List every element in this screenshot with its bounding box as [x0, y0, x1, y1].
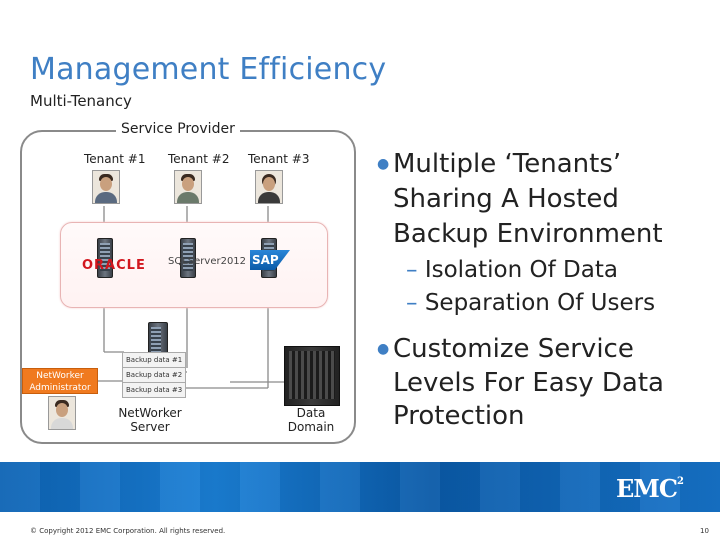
app-server-1-icon — [97, 238, 113, 278]
footer-banner — [0, 462, 720, 512]
backup-data-1-tag: Backup data #1 — [122, 352, 187, 368]
bullet-2-line-2: Levels For Easy Data — [393, 368, 664, 398]
bullet-dot-icon: ● — [377, 341, 390, 357]
service-provider-label: Service Provider — [116, 121, 240, 137]
tenant-1-avatar — [92, 170, 120, 204]
sub-bullet-2: – Separation Of Users — [406, 290, 656, 316]
sub-bullet-1: – Isolation Of Data — [406, 257, 618, 283]
emc-logo: EMC2 — [616, 474, 684, 503]
dash-icon: – — [406, 290, 425, 316]
backup-data-2-tag: Backup data #2 — [122, 367, 187, 383]
tenant-2-label: Tenant #2 — [168, 152, 230, 166]
bullet-1-line-2: Sharing A Hosted — [393, 184, 619, 214]
tenant-2-avatar — [174, 170, 202, 204]
bullet-1-line-3: Backup Environment — [393, 219, 663, 249]
slide-title: Management Efficiency — [30, 52, 387, 87]
copyright-text: © Copyright 2012 EMC Corporation. All ri… — [30, 527, 226, 535]
backup-data-3-tag: Backup data #3 — [122, 382, 187, 398]
page-number: 10 — [700, 527, 709, 535]
tenant-3-label: Tenant #3 — [248, 152, 310, 166]
tenant-3-avatar — [255, 170, 283, 204]
bullet-2: ● Customize Service — [377, 332, 634, 367]
app-server-2-icon — [180, 238, 196, 278]
bullet-1: ● Multiple ‘Tenants’ — [377, 147, 621, 182]
bullet-dot-icon: ● — [377, 156, 390, 172]
administrator-avatar — [48, 396, 76, 430]
networker-server-label: NetWorker Server — [118, 406, 182, 434]
networker-server-icon — [148, 322, 168, 355]
slide-subtitle: Multi-Tenancy — [30, 92, 132, 110]
tenant-1-label: Tenant #1 — [84, 152, 146, 166]
sql-server-logo: SQLServer2012 — [168, 256, 247, 267]
data-domain-label: Data Domain — [287, 406, 335, 434]
dash-icon: – — [406, 257, 425, 283]
data-domain-appliance-icon — [284, 346, 340, 406]
bullet-2-line-3: Protection — [393, 401, 525, 431]
networker-administrator-box: NetWorker Administrator — [22, 368, 98, 394]
oracle-logo: ORACLE — [82, 258, 146, 273]
